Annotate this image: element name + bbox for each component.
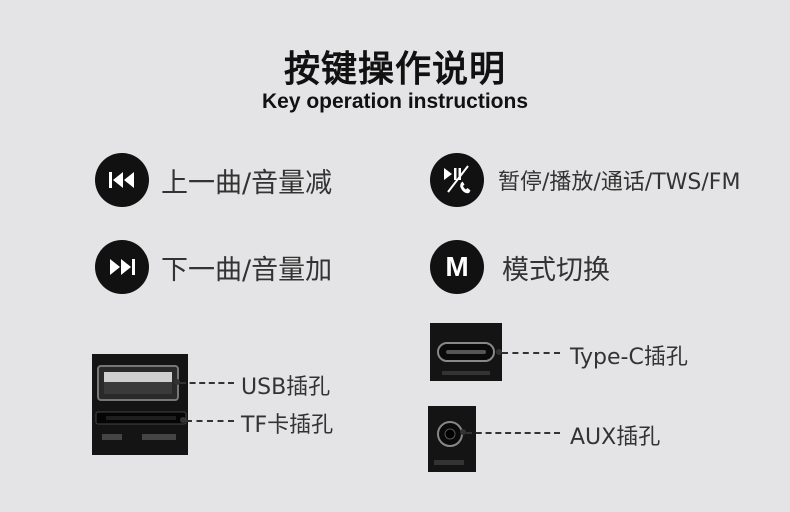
tf-port-label: TF卡插孔 bbox=[241, 413, 334, 438]
usb-port-label: USB插孔 bbox=[241, 375, 331, 400]
key-mode-label: 模式切换 bbox=[502, 254, 610, 286]
key-mode: M 模式切换 bbox=[430, 240, 610, 294]
typec-port-image bbox=[430, 323, 502, 381]
mode-m-icon: M bbox=[430, 240, 484, 294]
tf-leader-dot bbox=[180, 417, 186, 423]
aux-leader-line bbox=[466, 432, 560, 434]
page-subtitle: Key operation instructions bbox=[261, 90, 529, 113]
key-prev: 上一曲/音量减 bbox=[95, 153, 332, 207]
typec-port-label: Type-C插孔 bbox=[570, 345, 688, 370]
key-next-label: 下一曲/音量加 bbox=[161, 254, 333, 286]
page-title: 按键操作说明 bbox=[283, 49, 506, 90]
play-pause-phone-icon bbox=[430, 153, 484, 207]
usb-leader-dot bbox=[174, 379, 180, 385]
typec-leader-dot bbox=[496, 349, 502, 355]
key-next: 下一曲/音量加 bbox=[95, 240, 332, 294]
aux-port-label: AUX插孔 bbox=[570, 425, 661, 450]
typec-leader-line bbox=[502, 352, 560, 354]
usb-tf-port-image bbox=[92, 354, 188, 455]
next-track-icon bbox=[95, 240, 149, 294]
tf-leader-line bbox=[186, 420, 234, 422]
aux-leader-dot bbox=[460, 429, 466, 435]
previous-track-icon bbox=[95, 153, 149, 207]
usb-leader-line bbox=[180, 382, 234, 384]
key-play-label: 暂停/播放/通话/TWS/FM bbox=[498, 170, 741, 195]
key-prev-label: 上一曲/音量减 bbox=[161, 167, 333, 199]
mode-m-glyph: M bbox=[445, 251, 469, 282]
aux-port-image bbox=[428, 406, 476, 472]
key-play: 暂停/播放/通话/TWS/FM bbox=[430, 153, 740, 207]
